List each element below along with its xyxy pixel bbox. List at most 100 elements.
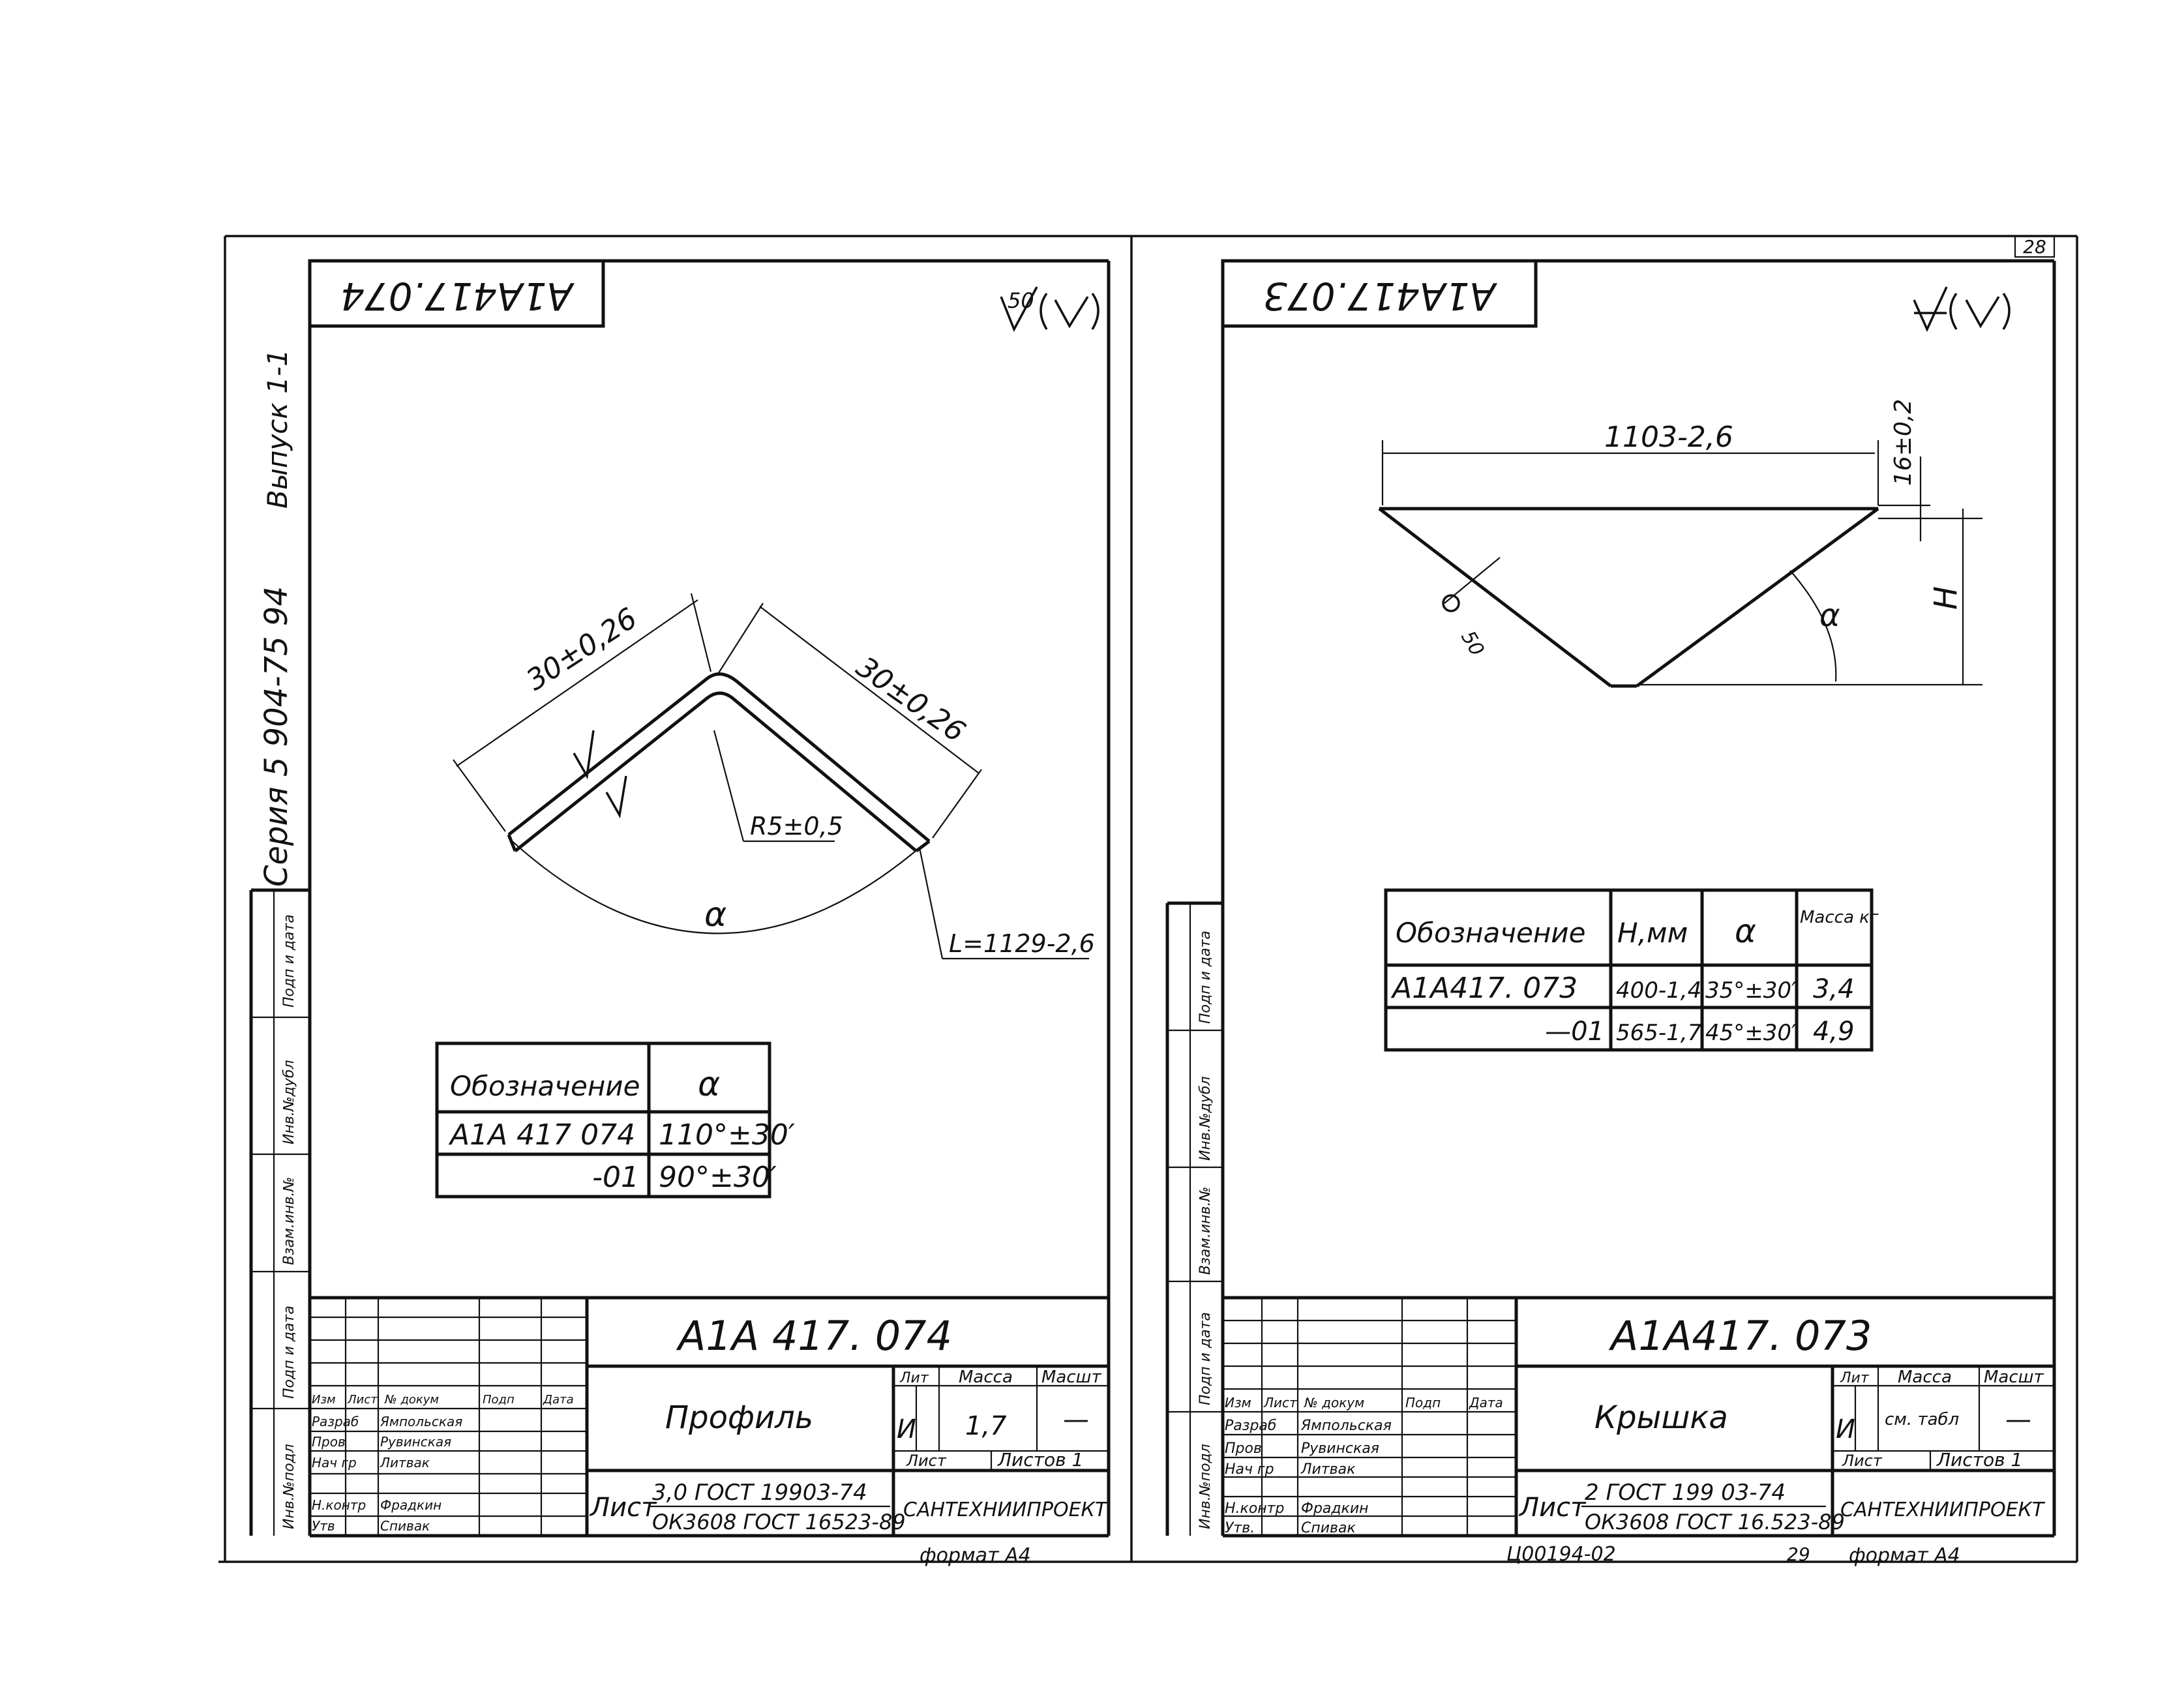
left-length-leader: L=1129-2,6 [918,847,1095,960]
right-spec-table: Обозначение H,мм α Масса кг A1A417. 073 … [1384,888,1879,1052]
left-table-header-0: Обозначение [450,1070,640,1102]
right-stamp-2: Взам.инв.№ [1197,1187,1214,1275]
left-format: формат А4 [920,1544,1031,1567]
right-code: A1A417. 073 [1608,1312,1872,1360]
bottom-num: 29 [1787,1544,1810,1565]
right-col-h0: Изм [1225,1395,1251,1411]
left-dim-side-right-label: 30±0,26 [850,650,972,749]
left-person-1: Рувинская [380,1434,451,1450]
left-angle-arc: α [508,837,920,934]
page-number-box: 28 [2014,235,2056,258]
left-org: САНТЕХНИИПРОЕКТ [903,1499,1109,1521]
left-title-block: Изм Лист № докум Подп Дата Разраб Ямполь… [310,1296,1109,1567]
right-rotated-code: A1A417.073 [1263,274,1498,318]
right-material-bottom: ОК3608 ГОСТ 16.523-89 [1585,1510,1845,1534]
right-person-2: Литвак [1300,1461,1356,1478]
left-lit: И [897,1414,916,1444]
left-mass: 1,7 [965,1411,1007,1441]
left-spec-table: Обозначение α A1A 417 074 110°±30′ -01 9… [435,1041,795,1199]
right-table-header-3: Масса кг [1800,908,1879,927]
right-table-cell-0-1: 400-1,4 [1616,978,1701,1004]
right-material-top: 2 ГОСТ 199 03-74 [1585,1480,1786,1506]
left-margin-strip: Подп и дата Инв.№дубл Взам.инв.№ Подп и … [249,349,310,1536]
right-dim-thick-label: 16±0,2 [1890,399,1917,486]
left-material-bottom: ОК3608 ГОСТ 16523-89 [652,1510,906,1534]
left-radius-leader: R5±0,5 [713,730,843,843]
right-format: формат А4 [1849,1544,1960,1567]
right-material-label: Лист [1518,1493,1587,1523]
right-person-4: Спивак [1301,1520,1356,1536]
left-col-h1: Лист [347,1393,378,1407]
issue-label: Выпуск 1-1 [262,349,293,509]
right-org: САНТЕХНИИПРОЕКТ [1840,1499,2046,1521]
bottom-code: Ц00194-02 [1506,1543,1616,1566]
right-roughness-symbol [1913,286,2011,333]
left-lit-header: Лит [899,1370,929,1386]
right-table-cell-0-0: A1A417. 073 [1390,972,1578,1005]
right-cover-shape [1378,507,1879,688]
left-role-2: Нач гр [312,1455,357,1471]
right-role-4: Утв. [1225,1520,1255,1536]
left-material-label: Лист [589,1493,657,1523]
right-col-h1: Лист [1263,1395,1298,1411]
left-sheet-label: Лист [906,1452,947,1470]
page-number: 28 [2023,236,2046,258]
left-stamp-3: Подп и дата [281,1306,297,1399]
left-radius-label: R5±0,5 [750,812,843,841]
left-table-header-1: α [698,1065,720,1104]
right-table-cell-1-3: 4,9 [1813,1017,1855,1047]
left-table-cell-0-0: A1A 417 074 [448,1118,635,1152]
left-table-cell-1-1: 90°±30′ [659,1161,777,1194]
left-scale-header: Масшт [1041,1367,1101,1387]
right-table-cell-0-2: 35°±30′ [1705,978,1797,1004]
left-mass-header: Масса [959,1367,1013,1387]
right-role-1: Пров [1225,1441,1262,1457]
left-col-h2: № докум [384,1393,439,1407]
right-sheets: Листов 1 [1936,1449,2022,1471]
left-stamp-4: Инв.№подл [281,1444,297,1529]
right-person-1: Рувинская [1301,1441,1379,1457]
right-col-h3: Подп [1405,1395,1441,1411]
right-title-block: Изм Лист № докум Подп Дата Разраб Ямполь… [1223,1296,2054,1567]
left-profile-shape [507,672,931,852]
left-col-h3: Подп [483,1393,515,1407]
left-role-1: Пров [312,1434,346,1450]
right-lit-header: Лит [1840,1370,1870,1386]
right-stamp-4: Инв.№подл [1197,1444,1214,1529]
right-stamp-0: Подп и дата [1197,931,1214,1024]
right-person-0: Ямпольская [1300,1418,1392,1434]
left-sheet: A1A417.074 50 30±0,26 30± [249,259,1111,1567]
left-rotated-code: A1A417.074 [340,274,575,318]
right-table-cell-1-1: 565-1,7 [1616,1020,1702,1046]
right-dim-height-label: H [1928,586,1964,610]
right-dim-top: 1103-2,6 [1381,421,1879,505]
left-profile-roughness-marks [573,730,627,819]
right-sheet: A1A417.073 1103-2,6 16±0 [1165,259,2056,1567]
right-table-cell-0-3: 3,4 [1813,974,1855,1004]
right-col-h4: Дата [1469,1395,1503,1411]
right-table-header-0: Обозначение [1396,917,1585,949]
right-dim-top-label: 1103-2,6 [1604,421,1733,454]
right-table-cell-1-0: —01 [1545,1017,1604,1047]
right-scale-header: Масшт [1984,1367,2044,1387]
left-table-cell-0-1: 110°±30′ [659,1118,795,1152]
right-role-2: Нач гр [1225,1461,1274,1478]
left-person-2: Литвак [380,1455,430,1471]
outer-frame [218,235,2078,1563]
right-sheet-label: Лист [1842,1452,1883,1470]
left-person-4: Спивак [380,1518,430,1534]
series-label: Серия 5 904-75 94 [258,586,295,887]
right-person-3: Фрадкин [1301,1500,1369,1517]
right-table-header-2: α [1735,912,1756,950]
left-role-0: Разраб [312,1414,359,1429]
left-stamp-2: Взам.инв.№ [281,1177,297,1265]
right-col-h2: № докум [1304,1395,1364,1411]
left-code: A1A 417. 074 [676,1312,952,1360]
right-lit: И [1836,1414,1855,1444]
right-table-header-1: H,мм [1617,917,1688,949]
left-length-label: L=1129-2,6 [949,929,1095,958]
left-material-top: 3,0 ГОСТ 19903-74 [652,1480,867,1506]
right-stamp-1: Инв.№дубл [1197,1076,1214,1161]
right-role-3: Н.контр [1225,1500,1284,1517]
